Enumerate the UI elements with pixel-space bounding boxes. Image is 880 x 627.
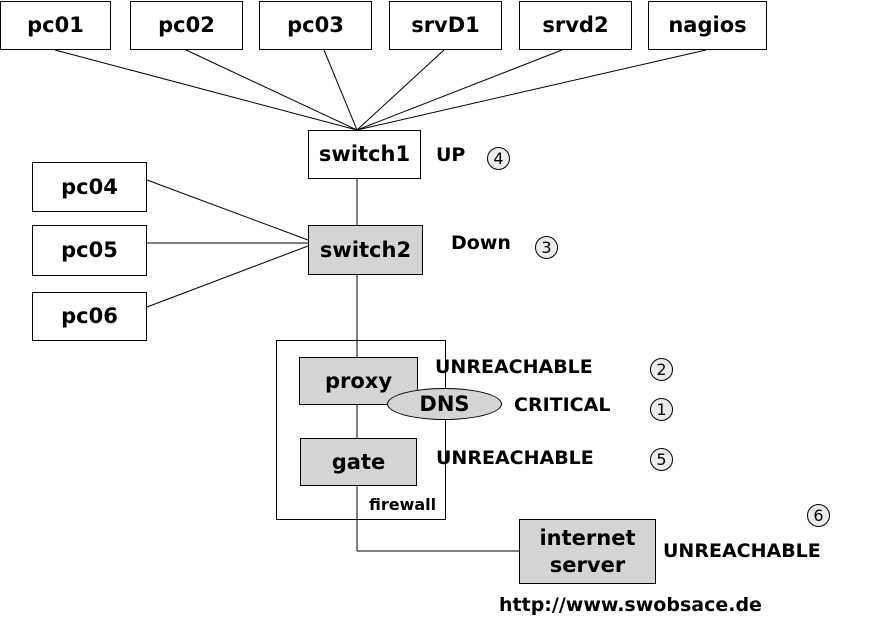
- node-label: srvd2: [542, 13, 609, 38]
- node-label: switch2: [319, 237, 412, 262]
- badge-switch1: 4: [487, 147, 510, 170]
- badge-gate: 5: [650, 448, 673, 471]
- node-switch1: switch1: [308, 130, 421, 179]
- node-label: pc04: [61, 174, 118, 199]
- node-pc06: pc06: [32, 292, 147, 341]
- node-label: pc03: [287, 13, 344, 38]
- node-pc05: pc05: [32, 225, 147, 276]
- node-pc04: pc04: [32, 162, 147, 212]
- state-dns: CRITICAL: [514, 394, 611, 416]
- node-pc01: pc01: [0, 1, 111, 50]
- node-switch2: switch2: [308, 225, 423, 275]
- node-label-line2: server: [549, 552, 626, 577]
- node-label: proxy: [324, 368, 393, 393]
- node-label: pc05: [61, 238, 118, 263]
- link-pc04-switch2: [146, 179, 309, 241]
- link-srvd2-switch1: [356, 49, 563, 131]
- firewall-container: [276, 340, 446, 520]
- node-pc02: pc02: [130, 1, 243, 50]
- link-nagios-switch1: [356, 49, 707, 131]
- link-pc01-switch1: [54, 49, 358, 131]
- node-gate: gate: [300, 438, 417, 486]
- node-pc03: pc03: [259, 1, 372, 50]
- node-label: pc06: [61, 304, 118, 329]
- node-srvD1: srvD1: [389, 1, 502, 50]
- node-internet-server: internet server: [519, 519, 656, 584]
- node-label: gate: [331, 449, 386, 474]
- link-pc06-switch2: [146, 245, 309, 308]
- footer-url: http://www.swobsace.de: [499, 594, 762, 616]
- state-proxy: UNREACHABLE: [435, 356, 593, 378]
- node-label: nagios: [668, 13, 747, 38]
- badge-internet-server: 6: [807, 504, 830, 527]
- service-dns: DNS: [387, 388, 502, 420]
- state-switch2: Down: [451, 232, 511, 254]
- badge-dns: 1: [650, 398, 673, 421]
- state-internet-server: UNREACHABLE: [663, 540, 821, 562]
- node-label: pc02: [158, 13, 215, 38]
- node-label: srvD1: [411, 13, 480, 38]
- node-nagios: nagios: [648, 1, 767, 50]
- node-label: switch1: [318, 142, 411, 167]
- link-pc03-switch1: [323, 49, 358, 131]
- state-gate: UNREACHABLE: [436, 447, 594, 469]
- node-label: pc01: [27, 13, 84, 38]
- service-label: DNS: [419, 392, 470, 416]
- state-switch1: UP: [436, 144, 466, 166]
- link-srvD1-switch1: [356, 49, 445, 131]
- badge-switch2: 3: [535, 236, 558, 259]
- firewall-label: firewall: [369, 495, 437, 514]
- link-pc02-switch1: [185, 49, 358, 131]
- node-srvd2: srvd2: [519, 1, 632, 50]
- node-label-line1: internet: [539, 526, 636, 551]
- badge-proxy: 2: [650, 358, 673, 381]
